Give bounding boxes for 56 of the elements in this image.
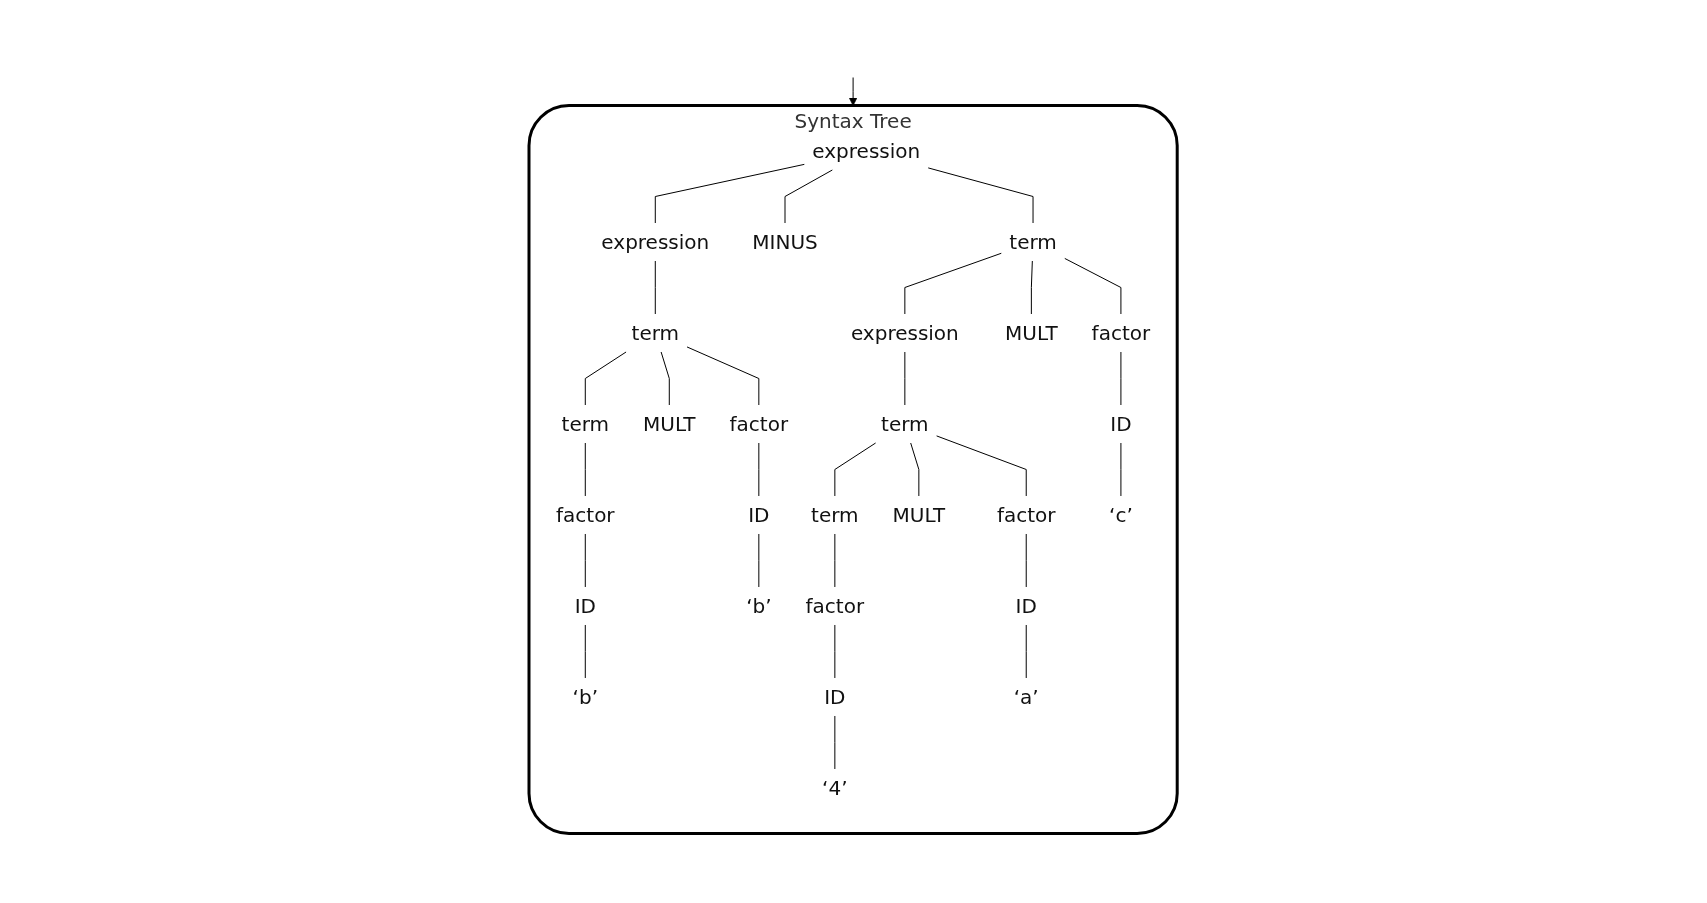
node-label: ID — [1015, 594, 1038, 618]
node-label: factor — [997, 503, 1056, 527]
node-label: term — [881, 412, 929, 436]
tree-branch-line — [928, 167, 1034, 224]
node-label: expression — [812, 139, 921, 163]
node-label: ID — [575, 594, 597, 618]
tree-branch-line — [1031, 260, 1034, 315]
tree-branch-line — [1120, 351, 1122, 406]
tree-branch-line — [834, 533, 836, 588]
tree-branch-line — [661, 351, 671, 406]
tree-branch-line — [834, 442, 877, 497]
tree-branch-line — [758, 533, 760, 588]
node-label: ‘a’ — [1014, 685, 1040, 709]
tree-branch-line — [585, 442, 587, 497]
tree-branch-line — [758, 442, 760, 497]
tree-branch-line — [585, 533, 587, 588]
node-label: ID — [1110, 412, 1132, 436]
tree-branch-line — [1064, 257, 1122, 315]
node-label: ID — [748, 503, 770, 527]
arrow — [849, 77, 858, 106]
tree-branch-line — [585, 351, 627, 406]
node-label: ‘4’ — [822, 776, 848, 800]
rounded-frame — [527, 104, 1180, 835]
frame-title: Syntax Tree — [794, 108, 913, 133]
node-label: term — [1009, 230, 1058, 254]
tree-branch-line — [904, 351, 906, 406]
tree-branch-line — [1120, 442, 1122, 497]
node-label: term — [811, 503, 859, 527]
node-label: factor — [556, 503, 615, 527]
node-label: ‘b’ — [573, 685, 599, 709]
tree-branch-line — [784, 169, 834, 224]
node-label: MULT — [1005, 321, 1058, 345]
node-label: expression — [851, 321, 960, 345]
tree-branch-line — [936, 435, 1028, 497]
node-label: factor — [805, 594, 865, 618]
node-label: ID — [824, 685, 846, 709]
tree-branch-line — [1026, 624, 1028, 679]
node-label: factor — [1092, 321, 1151, 345]
tree-branch-line — [686, 346, 760, 406]
tree-branch-line — [834, 715, 836, 770]
tree-branch-line — [655, 260, 657, 315]
tree-branch-line — [1026, 533, 1028, 588]
tree-branch-line — [585, 624, 587, 679]
tree-branch-line — [834, 624, 836, 679]
node-label: ‘b’ — [746, 594, 772, 618]
node-label: MINUS — [752, 230, 819, 254]
tree-branch-line — [910, 442, 920, 497]
node-label: expression — [601, 230, 710, 254]
node-label: term — [631, 321, 680, 345]
node-label: ‘c’ — [1109, 503, 1134, 527]
node-label: MULT — [643, 412, 696, 436]
node-label: factor — [729, 412, 789, 436]
node-label: MULT — [893, 503, 946, 527]
node-label: term — [561, 412, 610, 436]
tree-branch-line — [655, 163, 806, 224]
tree-branch-line — [904, 252, 1003, 315]
